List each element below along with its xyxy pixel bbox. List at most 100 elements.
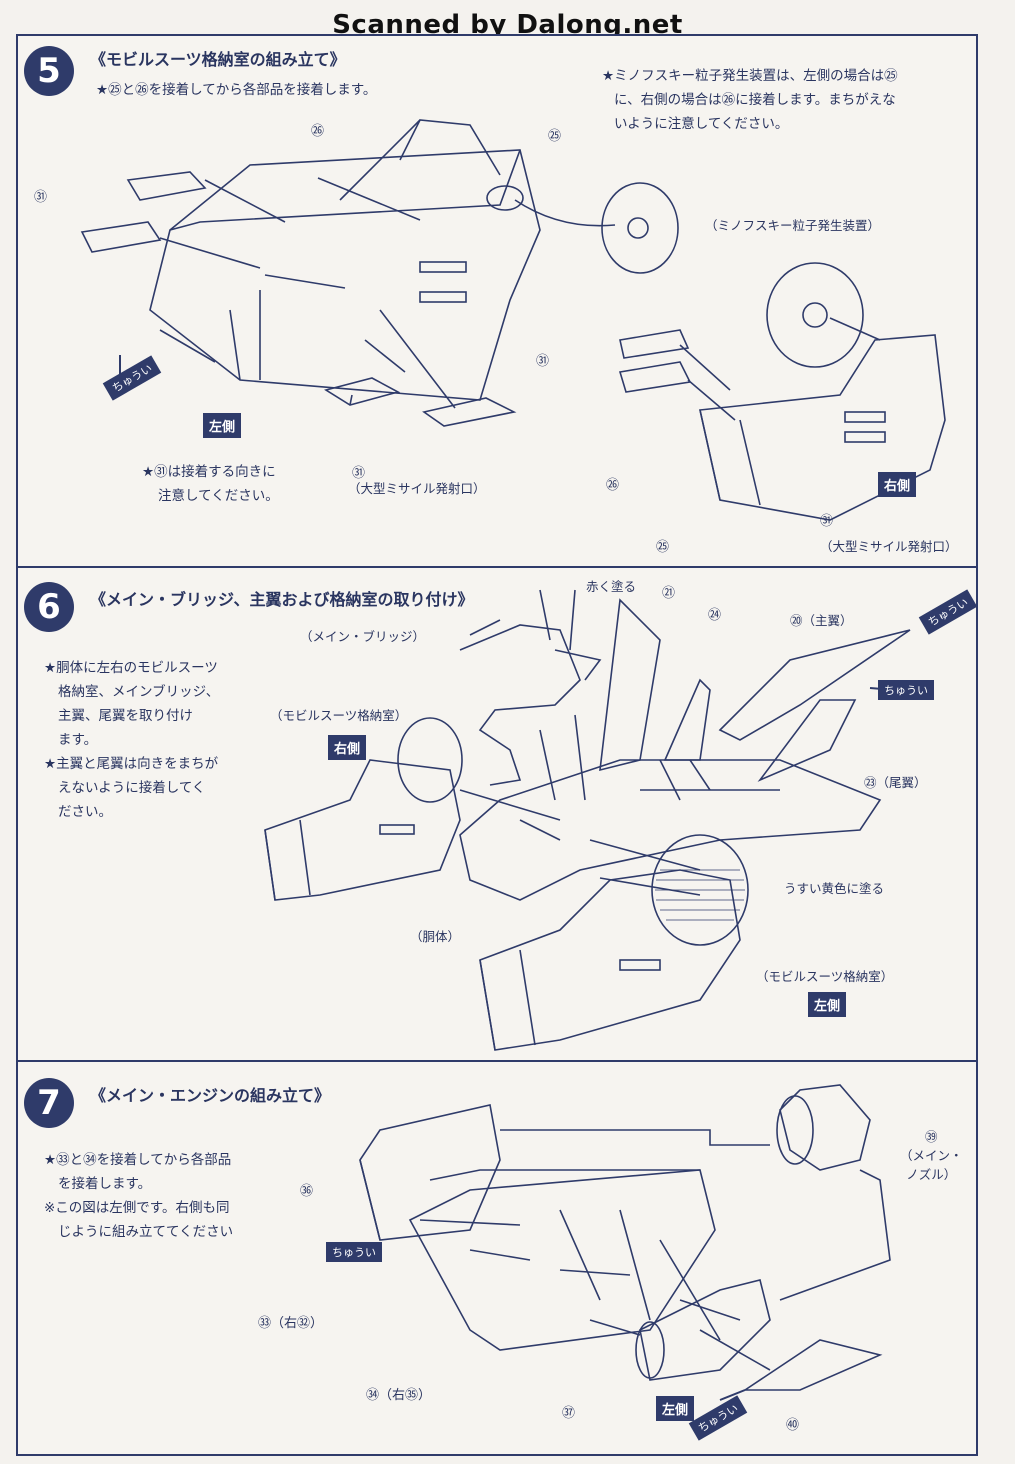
note-line: ★主翼と尾翼は向きをまちが <box>44 756 219 772</box>
label-main-nozzle: ㊴ （メイン・ ノズル） <box>900 1126 963 1183</box>
part-number-37: ㊲ <box>562 1406 576 1421</box>
part-number-26: ㉖ <box>606 478 620 493</box>
note-line: に、右側の場合は㉖に接着します。まちがえな <box>614 92 896 108</box>
part-number-25: ㉕ <box>548 129 562 144</box>
badge-left-side: 左側 <box>808 992 847 1017</box>
nozzle-rim <box>776 1095 814 1165</box>
badge-left-side: 左側 <box>203 413 242 438</box>
vent <box>844 431 886 443</box>
minovsky-disk <box>397 717 463 803</box>
exhaust-part-37 <box>639 1279 771 1381</box>
step-number-7: 7 <box>24 1078 74 1128</box>
step-7-title: 《メイン・エンジンの組み立て》 <box>90 1086 331 1105</box>
part-number-26: ㉖ <box>311 124 325 139</box>
note-line: いように注意してください。 <box>614 116 789 132</box>
step-5-note-orientation: ★㉛は接着する向きに 注意してください。 <box>142 460 279 508</box>
main-bridge <box>459 624 581 786</box>
instruction-sheet-frame <box>16 34 978 1456</box>
hatch-part-31 <box>619 329 690 359</box>
step-5-note-glue: ★㉕と㉖を接着してから各部品を接着します。 <box>96 82 377 98</box>
step-number-6: 6 <box>24 582 74 632</box>
note-line: 格納室、メインブリッジ、 <box>58 684 220 700</box>
part-number-31: ㉛ <box>820 514 834 529</box>
vent <box>419 261 467 273</box>
label-large-missile-port: （大型ミサイル発射口） <box>820 539 958 554</box>
bridge-side <box>554 649 602 681</box>
intake-edge <box>359 1159 381 1241</box>
note-line: 主翼、尾翼を取り付け <box>58 708 193 724</box>
part-number-31: ㉛ <box>34 190 48 205</box>
step-5-note-minovsky: ★ミノフスキー粒子発生装置は、左側の場合は㉕ に、右側の場合は㉖に接着します。ま… <box>602 64 898 136</box>
ms-room-left-top-edge <box>169 149 521 231</box>
badge-right-side: 右側 <box>878 472 917 497</box>
missile-pod <box>324 377 401 406</box>
part-number-24: ㉔ <box>708 608 722 623</box>
part-number-31: ㉛ <box>352 466 366 481</box>
part-number-40: ㊵ <box>786 1418 800 1433</box>
vent <box>619 959 661 971</box>
label-main-wing: ⑳（主翼） <box>790 613 853 628</box>
step-5-title: 《モビルスーツ格納室の組み立て》 <box>90 50 346 69</box>
caution-tag: ちゅうい <box>878 680 934 700</box>
label-line: ノズル） <box>906 1167 957 1182</box>
bridge-antennas <box>469 589 576 651</box>
ms-room-left-tower <box>399 119 501 176</box>
badge-left-side: 左側 <box>656 1396 695 1421</box>
engine-top-plate <box>429 1169 700 1181</box>
part-number-33: ㉝（右㉜） <box>258 1316 324 1331</box>
label-ms-room: （モビルスーツ格納室） <box>756 969 894 984</box>
caution-tag: ちゅうい <box>326 1242 382 1262</box>
engine-body <box>408 1169 716 1351</box>
main-wing-20 <box>718 629 911 741</box>
assembly-arrow <box>500 1129 770 1146</box>
label-large-missile-port: （大型ミサイル発射口） <box>348 481 486 496</box>
assembly-arrow <box>829 317 881 341</box>
main-nozzle-39 <box>779 1084 871 1171</box>
note-line: ★ミノフスキー粒子発生装置は、左側の場合は㉕ <box>602 68 898 84</box>
label-line: （メイン・ <box>900 1148 963 1163</box>
assembly-arrow <box>419 1219 771 1371</box>
vertical-fin-21 <box>599 598 661 772</box>
minovsky-disk <box>601 182 679 274</box>
note-line: じように組み立ててください <box>58 1224 234 1240</box>
assembly-arrow <box>779 1169 891 1301</box>
assembly-arrow <box>514 199 616 227</box>
ms-room-right-edges <box>699 409 761 506</box>
note-line: ます。 <box>58 732 98 748</box>
label-minovsky-device: （ミノフスキー粒子発生装置） <box>705 218 881 233</box>
step-number-5: 5 <box>24 46 74 96</box>
badge-right-side: 右側 <box>328 735 367 760</box>
ms-room-right-body <box>699 334 946 521</box>
ms-room-left-socket <box>486 185 524 211</box>
assembly-arrow <box>679 344 736 421</box>
ms-room-right <box>264 759 461 901</box>
note-line: 注意してください。 <box>158 488 279 504</box>
hull-body <box>459 759 882 901</box>
ms-room-left-panel <box>229 290 261 381</box>
minovsky-hub <box>627 217 649 239</box>
note-line: を接着します。 <box>58 1176 152 1192</box>
assembly-arrow <box>459 714 711 896</box>
ms-room-left-edges <box>479 949 536 1051</box>
ms-room-left-body <box>149 149 541 401</box>
section-divider <box>16 1060 976 1062</box>
engine-panel-seams <box>559 1209 651 1321</box>
minovsky-hub <box>802 302 828 328</box>
note-line: ★㉛は接着する向きに <box>142 464 276 480</box>
exhaust-rim <box>635 1321 665 1379</box>
label-line: ㊴ <box>925 1129 938 1144</box>
label-hull-body: （胴体） <box>410 929 461 944</box>
assembly-arrow <box>159 177 456 409</box>
vent <box>419 291 467 303</box>
part-number-31: ㉛ <box>536 354 550 369</box>
vent <box>379 824 415 835</box>
hatch-part-31 <box>80 221 162 253</box>
tail-wing-23 <box>757 699 857 782</box>
part-number-36: ㊱ <box>300 1184 314 1199</box>
step-6-title: 《メイン・ブリッジ、主翼および格納室の取り付け》 <box>90 590 474 609</box>
label-paint-red: 赤く塗る <box>586 579 637 594</box>
fin-part-40 <box>742 1339 883 1391</box>
note-line: ★胴体に左右のモビルスーツ <box>44 660 218 676</box>
